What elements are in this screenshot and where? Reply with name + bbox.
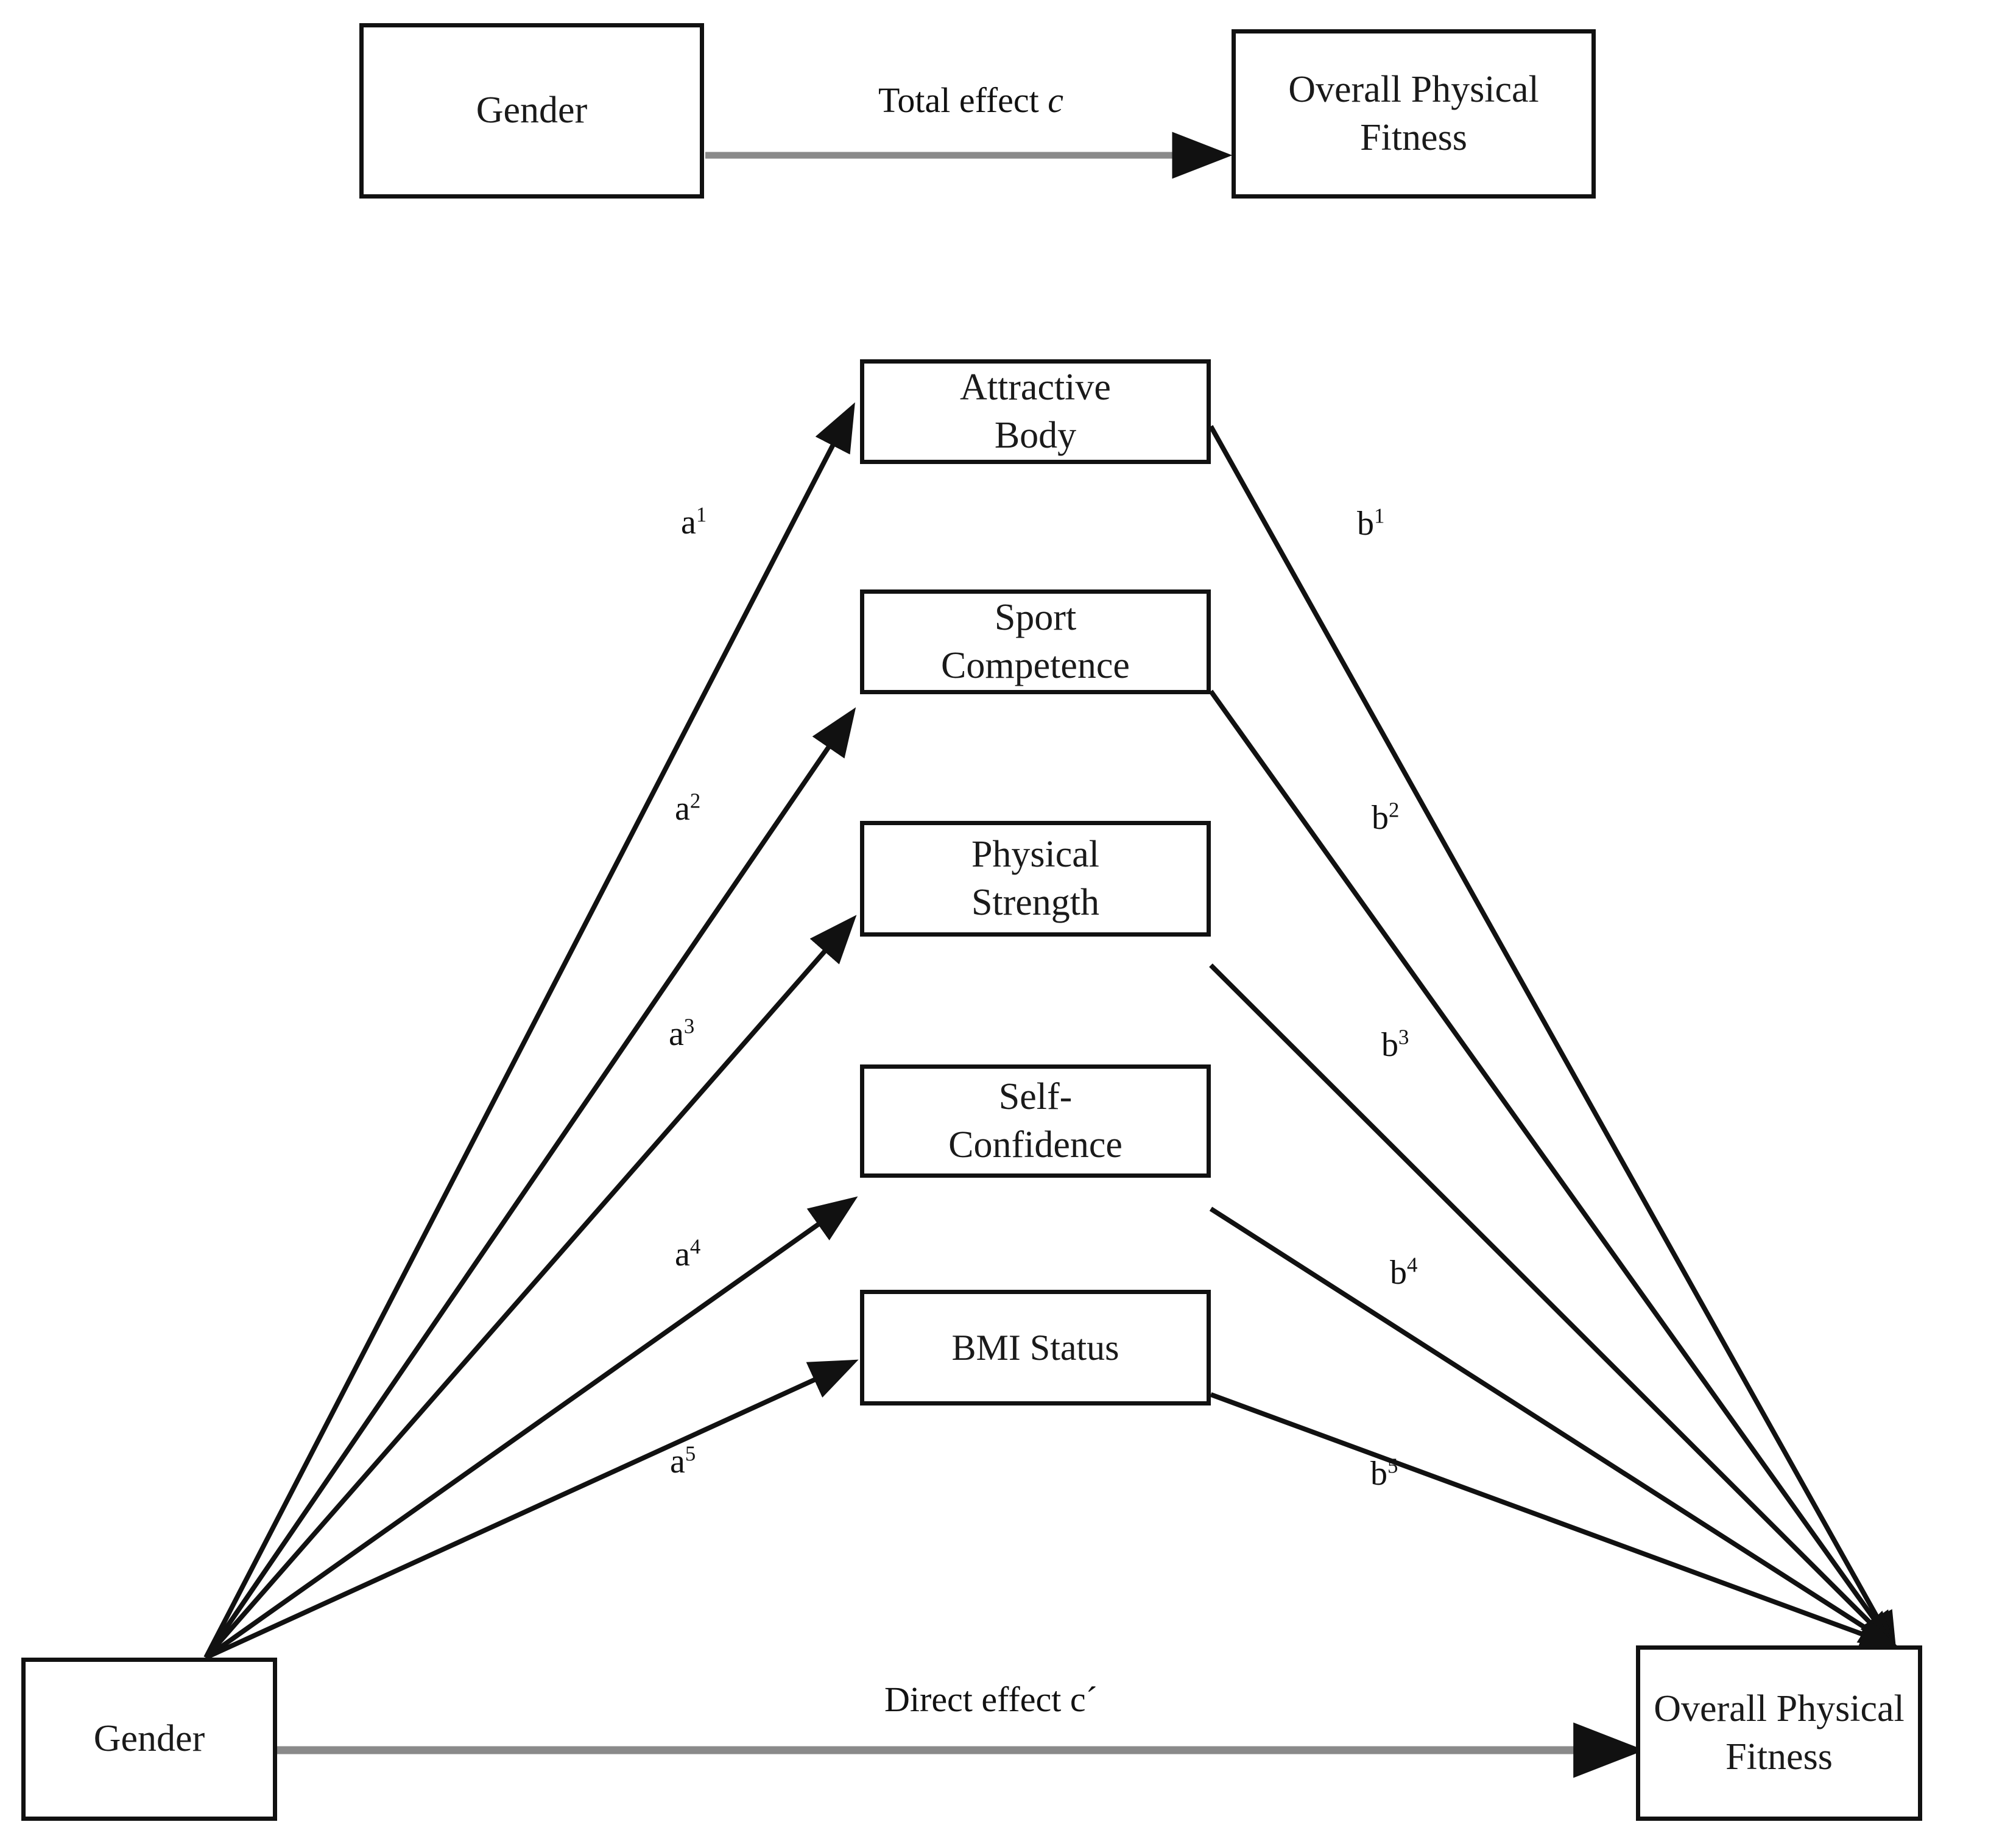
label-path-a5: a5 <box>670 1441 696 1480</box>
node-mediator-self-confidence-label: Self- Confidence <box>940 1073 1131 1170</box>
label-path-b1-index: 1 <box>1374 504 1385 528</box>
label-path-a4-base: a <box>675 1236 690 1273</box>
label-path-a3-index: 3 <box>683 1014 695 1038</box>
outcome-bottom-line1: Overall Physical <box>1654 1687 1905 1729</box>
label-path-a5-index: 5 <box>685 1441 696 1466</box>
label-path-a1-base: a <box>681 504 696 541</box>
node-mediator-sport-competence[interactable]: Sport Competence <box>860 589 1211 694</box>
label-total-effect: Total effect c <box>878 83 1063 118</box>
node-mediator-sport-competence-label: Sport Competence <box>932 594 1138 691</box>
node-overall-physical-fitness-bottom-label: Overall Physical Fitness <box>1645 1685 1913 1782</box>
label-path-a4-index: 4 <box>689 1234 701 1259</box>
label-path-a5-base: a <box>670 1443 685 1480</box>
total-effect-symbol: c <box>1048 80 1064 120</box>
label-path-b5-index: 5 <box>1387 1454 1398 1478</box>
label-path-b5-base: b <box>1370 1455 1387 1493</box>
edge-a4 <box>204 1196 858 1660</box>
label-path-b3-index: 3 <box>1398 1025 1409 1049</box>
label-path-a2-base: a <box>675 790 690 828</box>
node-mediator-self-confidence[interactable]: Self- Confidence <box>860 1064 1211 1178</box>
label-path-a3-base: a <box>669 1015 684 1053</box>
mediator-2-line1: Physical <box>971 833 1100 875</box>
node-mediator-bmi-status-label: BMI Status <box>951 1327 1119 1368</box>
label-path-a3: a3 <box>669 1014 695 1053</box>
node-overall-physical-fitness-top-label: Overall Physical Fitness <box>1280 66 1548 163</box>
edge-b5 <box>1210 1392 1900 1651</box>
mediator-1-line2: Competence <box>941 645 1130 686</box>
label-path-b4-index: 4 <box>1407 1253 1418 1277</box>
label-path-a2-index: 2 <box>689 789 701 813</box>
mediator-0-line2: Body <box>994 415 1077 456</box>
mediator-2-line2: Strength <box>971 882 1100 923</box>
label-path-b5: b5 <box>1370 1454 1398 1493</box>
label-path-b2-index: 2 <box>1389 798 1400 822</box>
mediator-1-line1: Sport <box>994 596 1077 638</box>
mediator-3-line2: Confidence <box>948 1124 1123 1166</box>
node-gender-bottom[interactable]: Gender <box>21 1658 277 1821</box>
label-path-b4: b4 <box>1390 1253 1418 1292</box>
outcome-top-line1: Overall Physical <box>1288 68 1539 110</box>
edge-b4 <box>1209 1206 1899 1650</box>
edge-b3 <box>1209 963 1898 1650</box>
total-effect-prefix: Total effect <box>878 80 1048 120</box>
label-path-b2-base: b <box>1372 799 1389 837</box>
outcome-bottom-line2: Fitness <box>1725 1736 1833 1778</box>
node-overall-physical-fitness-top[interactable]: Overall Physical Fitness <box>1232 29 1596 199</box>
node-mediator-bmi-status[interactable]: BMI Status <box>860 1290 1211 1405</box>
node-mediator-physical-strength-label: Physical Strength <box>963 831 1108 927</box>
label-path-a4: a4 <box>675 1234 701 1273</box>
edge-a3 <box>203 915 857 1659</box>
node-gender-bottom-label: Gender <box>93 1718 205 1760</box>
mediator-3-line1: Self- <box>998 1075 1073 1117</box>
label-path-a2: a2 <box>675 789 701 828</box>
mediator-0-line1: Attractive <box>960 366 1111 408</box>
edge-a2 <box>203 707 856 1659</box>
node-overall-physical-fitness-bottom[interactable]: Overall Physical Fitness <box>1636 1645 1922 1821</box>
outcome-top-line2: Fitness <box>1360 117 1467 158</box>
node-mediator-attractive-body-label: Attractive Body <box>951 364 1119 460</box>
edge-b1 <box>1208 425 1897 1652</box>
label-path-b1: b1 <box>1357 504 1385 543</box>
edge-b2 <box>1208 689 1897 1652</box>
label-path-b3-base: b <box>1381 1026 1398 1064</box>
label-direct-effect: Direct effect c´ <box>884 1682 1098 1717</box>
edge-a5 <box>205 1359 859 1660</box>
direct-effect-symbol: c´ <box>1070 1680 1098 1719</box>
direct-effect-prefix: Direct effect <box>884 1680 1070 1719</box>
label-path-b2: b2 <box>1372 798 1400 837</box>
label-path-b3: b3 <box>1381 1025 1409 1064</box>
edge-a1 <box>203 402 855 1659</box>
node-gender-top-label: Gender <box>476 90 588 132</box>
label-path-a1-index: 1 <box>696 502 707 527</box>
label-path-b1-base: b <box>1357 505 1374 543</box>
label-path-a1: a1 <box>681 502 707 541</box>
node-gender-top[interactable]: Gender <box>359 23 704 199</box>
node-mediator-attractive-body[interactable]: Attractive Body <box>860 359 1211 464</box>
node-mediator-physical-strength[interactable]: Physical Strength <box>860 821 1211 937</box>
label-path-b4-base: b <box>1390 1254 1407 1292</box>
